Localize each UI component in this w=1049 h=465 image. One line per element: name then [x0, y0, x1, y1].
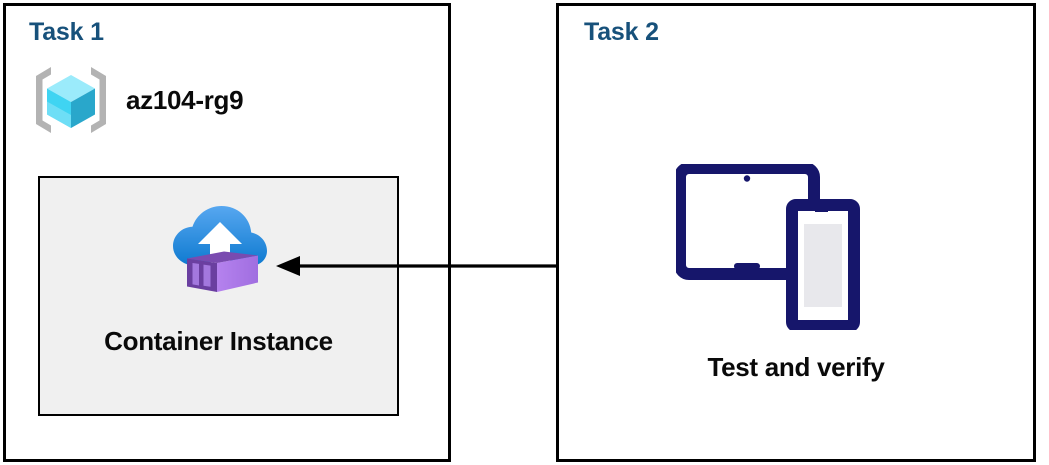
- task-1-title: Task 1: [29, 18, 104, 46]
- azure-resource-group-icon: [36, 67, 106, 133]
- container-instance-label: Container Instance: [104, 326, 333, 356]
- test-and-verify-label: Test and verify: [707, 352, 885, 382]
- task-2-title: Task 2: [584, 18, 659, 46]
- devices-tablet-phone-icon: [676, 164, 860, 330]
- resource-group-label: az104-rg9: [126, 84, 244, 115]
- container-instance-card: Container Instance: [38, 176, 399, 416]
- azure-container-instance-icon: [172, 206, 267, 292]
- resource-group-row: az104-rg9: [30, 63, 244, 137]
